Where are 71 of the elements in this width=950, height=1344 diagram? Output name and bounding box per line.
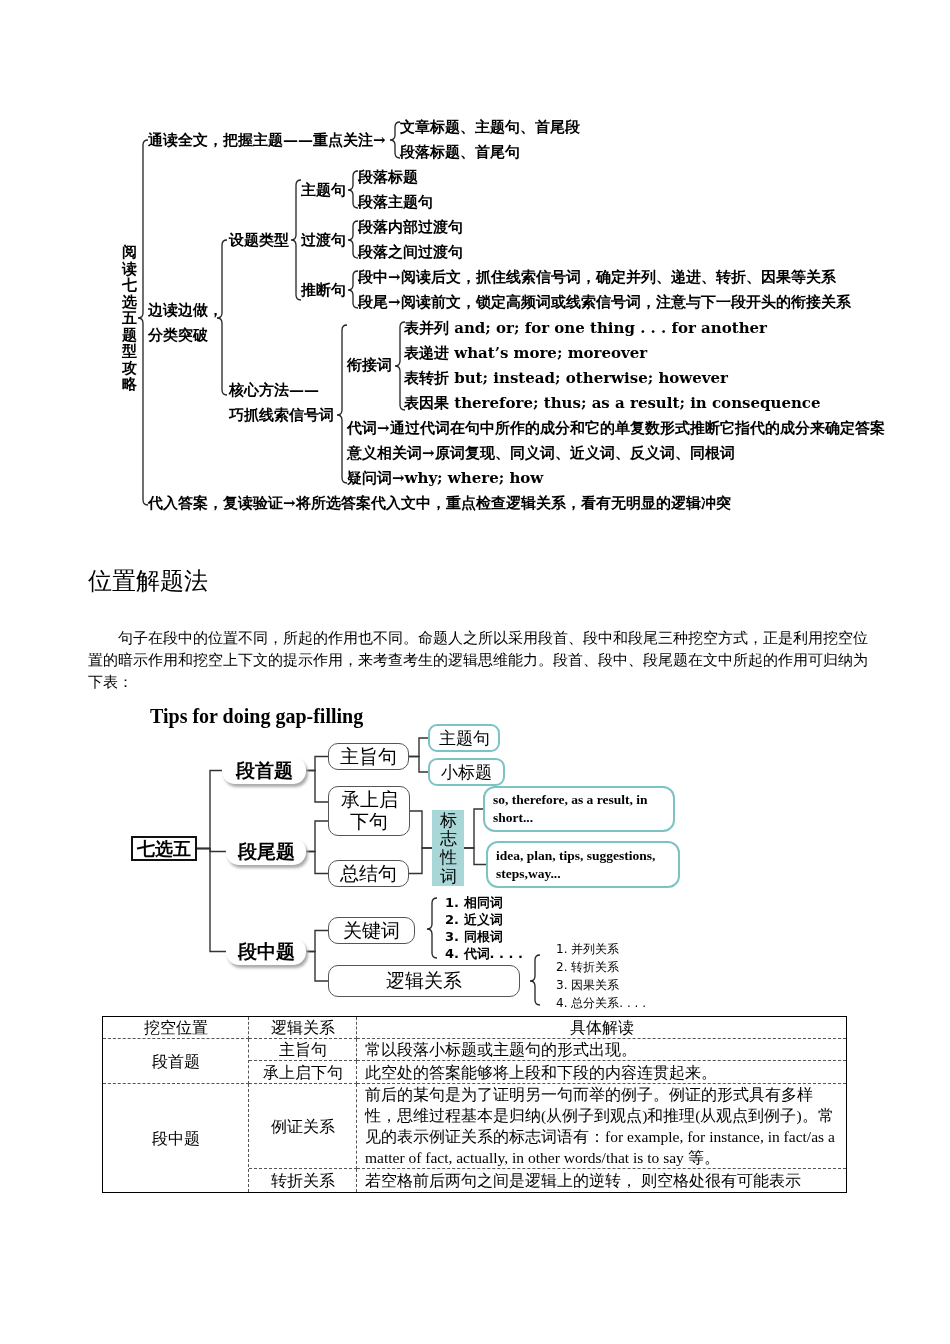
branch-node: 主旨句 — [328, 743, 409, 770]
table-cell: 前后的某句是为了证明另一句而举的例子。例证的形式具有多样性，思维过程基本是归纳(从例子到观点)和推理(从观点到例子)。常见的表示例证关系的标志词语有：for example, for instance, in fact/as a matter of fact, actually, in other words/that is to say 等。 — [357, 1084, 846, 1169]
column-header: 具体解读 — [357, 1017, 846, 1039]
table-cell: 此空处的答案能够将上段和下段的内容连贯起来。 — [357, 1061, 846, 1084]
table-cell: 承上启下句 — [249, 1061, 357, 1084]
table-cell-text: 若空格前后两句之间是逻辑上的逆转， 则空格处很有可能表示 — [364, 1171, 802, 1191]
mind-map-text: 表并列 and; or; for one thing . . . for another — [404, 318, 767, 338]
list-item: 1. 并列关系 — [556, 941, 620, 957]
mind-map-text: 表转折 but; instead; otherwise; however — [404, 368, 728, 388]
connector-line — [408, 847, 433, 875]
connector-line — [305, 950, 329, 982]
subheading: Tips for doing gap-filling — [150, 704, 364, 729]
table-cell: 段中题 — [103, 1084, 249, 1192]
column-header: 逻辑关系 — [249, 1017, 357, 1039]
list-item: 3. 同根词 — [445, 929, 503, 945]
leaf-node: 主题句 — [428, 724, 500, 752]
list-item: 1. 相同词 — [445, 895, 503, 911]
mind-map-text: 疑问词→why; where; how — [347, 468, 544, 488]
branch-node: 逻辑关系 — [328, 965, 520, 997]
mind-map-text: 设题类型 — [229, 230, 289, 250]
connector-line — [305, 769, 329, 803]
category-node: 段尾题 — [226, 838, 306, 865]
leaf-node: 小标题 — [428, 758, 505, 786]
mind-map-text: 段落主题句 — [358, 192, 433, 212]
category-node: 段首题 — [222, 757, 306, 784]
branch-node: 承上启下句 — [328, 786, 410, 836]
mind-map-text: 表因果 therefore; thus; as a result; in consequence — [404, 393, 821, 413]
mind-map-text: 边读边做，分类突破 — [148, 300, 224, 346]
example-words-node: idea, plan, tips, suggestions, steps,way... — [486, 841, 680, 888]
paragraph: 句子在段中的位置不同，所起的作用也不同。命题人之所以采用段首、段中和段尾三种挖空方式，正是利用挖空位置的暗示作用和挖空上下文的提示作用，来考查考生的逻辑思维能力。段首、段中、段尾题在文中所起的作用可归纳为下表： — [88, 629, 869, 692]
mind-map-text: 段落之间过渡句 — [358, 242, 463, 262]
table-cell: 例证关系 — [249, 1084, 357, 1169]
mind-map-text: 段落标题、首尾句 — [400, 142, 520, 162]
mind-map-text: 段尾→阅读前文，锁定高频词或线索信号词，注意与下一段开头的衔接关系 — [358, 292, 851, 312]
category-node: 段中题 — [226, 938, 306, 965]
connector-line — [408, 755, 429, 773]
mind-map-text: 过渡句 — [301, 230, 346, 250]
list-item: 4. 总分关系. . . . — [556, 995, 646, 1011]
branch-node: 关键词 — [328, 917, 415, 944]
section-heading: 位置解题法 — [88, 566, 208, 596]
vertical-title: 阅读七选五题型攻略 — [122, 244, 137, 393]
connector-line — [196, 847, 227, 953]
mind-map-text: 主题句 — [301, 180, 346, 200]
root-box: 七选五 — [131, 836, 197, 861]
list-item: 2. 转折关系 — [556, 959, 620, 975]
mind-map-text: 段落标题 — [358, 167, 418, 187]
table-cell: 段首题 — [103, 1039, 249, 1084]
keyword-node: 标志性词 — [432, 810, 464, 886]
mind-map-text: 文章标题、主题句、首尾段 — [400, 117, 580, 137]
mind-map-text: 核心方法—— — [229, 380, 319, 400]
mind-map-text: 代词→通过代词在句中所作的成分和它的单复数形式推断它指代的成分来确定答案 — [347, 418, 885, 438]
mind-map-text: 表递进 what’s more; moreover — [404, 343, 648, 363]
mind-map-text: 推断句 — [301, 280, 346, 300]
mind-map-text: 意义相关词→原词复现、同义词、近义词、反义词、同根词 — [347, 443, 735, 463]
connector-line — [305, 850, 329, 875]
column-header: 挖空位置 — [103, 1017, 249, 1039]
example-words-node: so, therefore, as a result, in short... — [483, 786, 675, 832]
table-cell: 主旨句 — [249, 1039, 357, 1061]
connector-line — [463, 847, 487, 866]
table-cell: 常以段落小标题或主题句的形式出现。 — [357, 1039, 846, 1061]
list-item: 2. 近义词 — [445, 912, 503, 928]
mind-map-text: 衔接词 — [347, 355, 392, 375]
mind-map-text: 巧抓线索信号词 — [229, 405, 334, 425]
mind-map-text: 段落内部过渡句 — [358, 217, 463, 237]
branch-node: 总结句 — [328, 860, 409, 887]
list-item: 4. 代词. . . . — [445, 946, 523, 962]
table-cell: 转折关系 — [249, 1169, 357, 1192]
list-item: 3. 因果关系 — [556, 977, 620, 993]
mind-map-text: 代入答案，复读验证→将所选答案代入文中，重点检查逻辑关系，看有无明显的逻辑冲突 — [148, 493, 731, 513]
mind-map-text: 段中→阅读后文，抓住线索信号词，确定并列、递进、转折、因果等关系 — [358, 267, 836, 287]
mind-map-text: 通读全文，把握主题——重点关注→ — [148, 130, 386, 150]
